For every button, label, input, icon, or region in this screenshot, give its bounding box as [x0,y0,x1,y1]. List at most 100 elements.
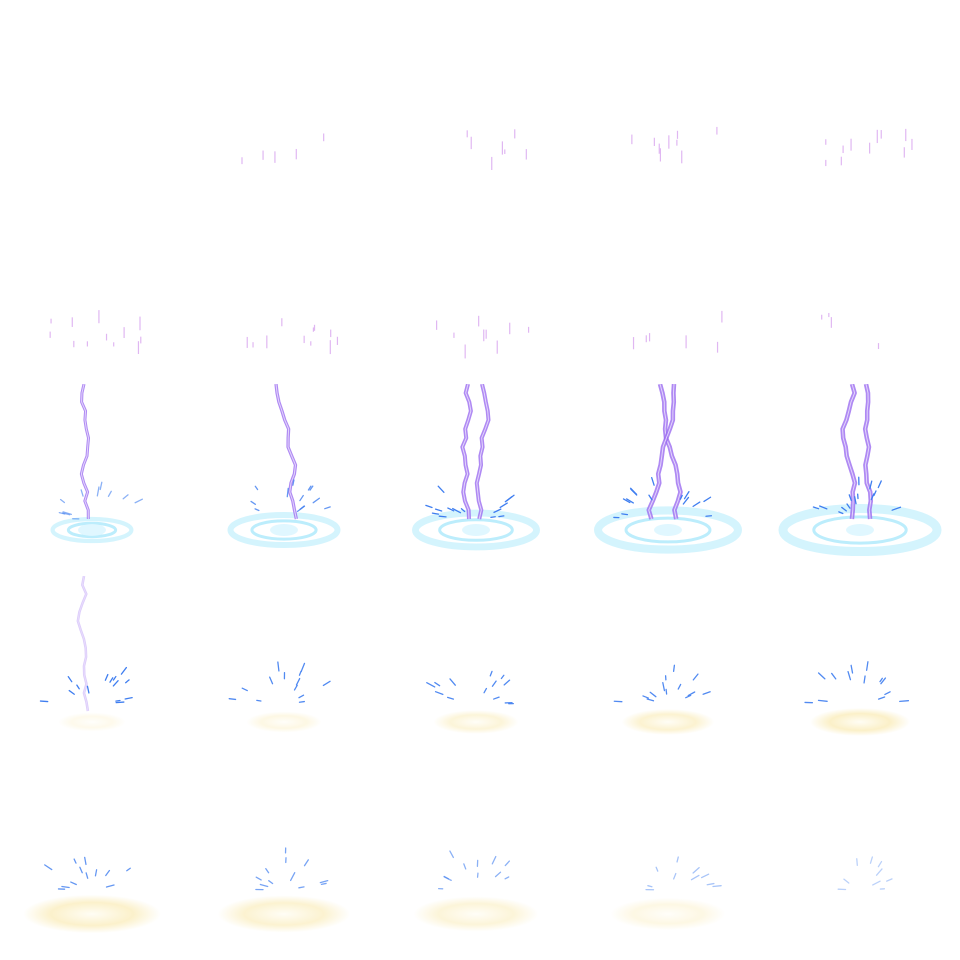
spark [846,503,851,509]
frame-canvas [613,664,715,735]
sprite-frame [768,0,960,192]
impact-core [846,524,874,536]
spark [79,866,83,874]
spark [626,498,634,504]
spark [86,685,90,694]
spark [649,691,657,698]
spark [877,696,886,700]
lightning-core [77,576,89,712]
lightning-core [864,384,872,520]
frame-canvas [23,856,161,934]
shock-ring [412,509,540,551]
ground-glow [433,710,519,734]
spark [449,850,455,859]
spark [94,869,98,877]
sprite-frame [384,384,576,576]
frame-canvas [413,850,539,932]
inner-ring [250,519,318,541]
spark [504,860,511,867]
frame-canvas [632,310,723,353]
spark [112,680,119,687]
lightning-core [476,384,489,520]
spark [277,661,280,672]
spark [843,878,850,884]
impact-core [78,524,106,536]
spark [446,696,455,700]
spark [817,699,828,702]
spark [122,494,129,500]
lightning-bolt [76,576,90,712]
spark [886,878,893,882]
spark [84,856,87,866]
spark [105,884,115,888]
spark [869,480,873,490]
spark [289,872,296,882]
spark [499,502,508,509]
sprite-frame [0,384,192,576]
spark [692,673,699,681]
spark [703,496,712,503]
spark [491,680,497,687]
spark [107,490,112,497]
spark [295,677,301,686]
spark [483,687,488,694]
spark [320,882,327,885]
spark [648,494,653,501]
frame-canvas [837,856,893,891]
frame-canvas [466,129,527,171]
spark [76,684,80,690]
impact-core [270,524,298,536]
spark [303,859,309,867]
spark [677,683,682,690]
spark [254,485,259,491]
spark [298,694,305,699]
spark [701,873,710,879]
spark [73,858,77,864]
lightning-core [80,384,90,520]
sprite-frame [384,192,576,384]
spark [443,875,450,880]
spark [124,696,133,700]
spark [105,869,111,877]
sprite-frame [192,768,384,960]
spark [425,504,433,509]
spark [254,508,260,512]
spark [67,676,73,683]
impact-core [462,524,490,536]
sprite-frame [576,384,768,576]
spark [850,664,854,674]
spark [706,882,715,886]
impact-core [654,524,682,536]
spark [870,493,875,501]
spark [506,494,515,502]
frame-canvas [50,384,143,544]
ground-glow [621,709,715,735]
spark [437,485,445,494]
spark [269,676,274,685]
sprite-frame [768,768,960,960]
sprite-frame [384,768,576,960]
shock-ring [50,516,134,544]
inner-ring [624,516,712,544]
spark [687,691,696,697]
spark [449,678,456,686]
ground-glow [610,897,726,931]
frame-canvas [227,384,341,548]
spark [39,700,49,703]
inner-ring [438,518,514,542]
spark [891,506,902,511]
frame-canvas [241,133,325,165]
spark [647,885,653,888]
spark [676,856,679,863]
spark [298,670,302,676]
spark [831,672,837,680]
sprite-frame [384,0,576,192]
frame-canvas [246,318,339,355]
spark [255,876,262,881]
spark [426,682,436,688]
spark [673,872,677,880]
spark [293,684,298,691]
spark [672,664,676,673]
spark [875,868,883,876]
spark [312,497,321,504]
